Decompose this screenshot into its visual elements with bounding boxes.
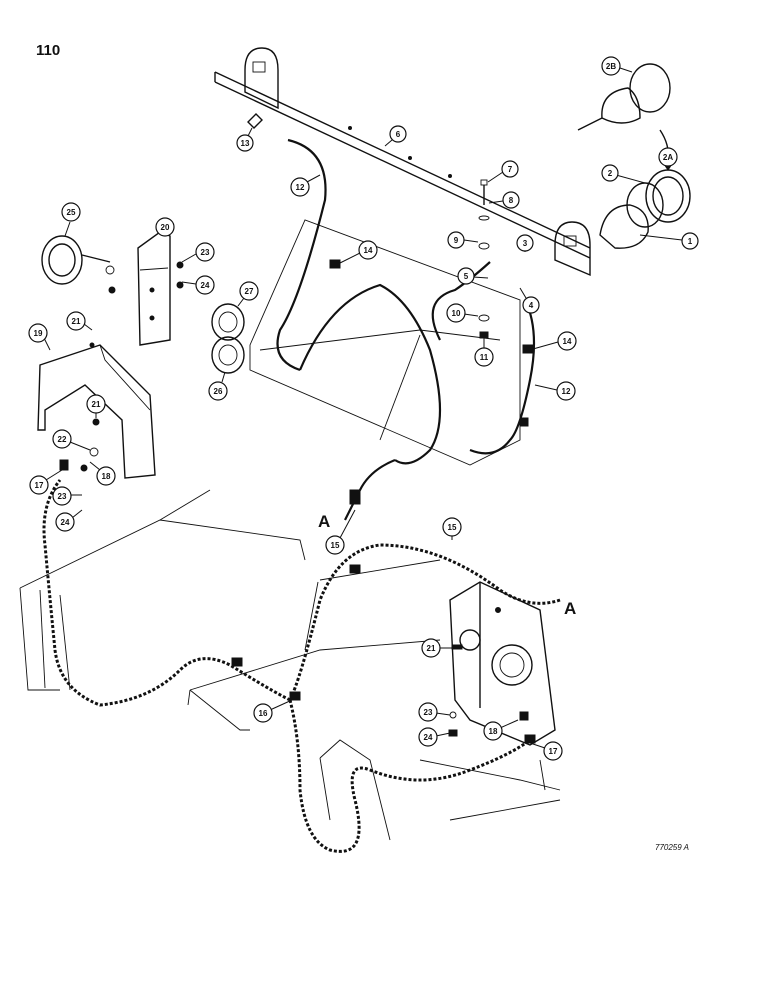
callout-19: 19 (34, 329, 43, 338)
callout-25: 25 (67, 208, 76, 217)
flood-light-left (41, 235, 116, 294)
callout-23-left: 23 (58, 492, 67, 501)
callout-20: 20 (161, 223, 170, 232)
callout-24-left: 24 (61, 518, 70, 527)
callout-15-right: 15 (448, 523, 457, 532)
connection-ref-a-left: A (318, 512, 330, 531)
callout-2a: 2A (663, 153, 673, 162)
callout-21-right: 21 (427, 644, 436, 653)
connection-ref-a-right: A (564, 599, 576, 618)
callout-13: 13 (241, 139, 250, 148)
wiring-harness (276, 138, 536, 521)
harness-clips (329, 259, 534, 427)
callout-3: 3 (523, 239, 528, 248)
callout-17-right: 17 (549, 747, 558, 756)
callout-24-upper: 24 (201, 281, 210, 290)
callout-11: 11 (480, 353, 489, 362)
guard-bracket-left (37, 342, 156, 479)
callout-6: 6 (396, 130, 401, 139)
wire-clip (247, 113, 263, 129)
callout-2: 2 (608, 169, 613, 178)
rear-lamps (211, 303, 245, 374)
callout-9: 9 (454, 236, 459, 245)
callout-24-right: 24 (424, 733, 433, 742)
page-number: 110 (36, 42, 61, 59)
callout-15-left: 15 (331, 541, 340, 550)
callout-14-upper: 14 (364, 246, 373, 255)
light-bar (214, 47, 591, 277)
callout-labels: 1 2 2A 2B 3 4 5 6 7 8 9 10 11 (28, 56, 699, 761)
callout-10: 10 (452, 309, 461, 318)
callout-16: 16 (259, 709, 268, 718)
callout-26: 26 (214, 387, 223, 396)
figure-code: 770259 A (655, 843, 689, 852)
bolt-stack (478, 179, 490, 339)
callout-12-upper: 12 (296, 183, 305, 192)
callout-4: 4 (529, 301, 534, 310)
callout-27: 27 (245, 287, 254, 296)
callout-8: 8 (509, 196, 514, 205)
callout-2b: 2B (606, 62, 616, 71)
rear-light-housing (448, 581, 556, 746)
callout-23-upper: 23 (201, 248, 210, 257)
mounting-bracket (137, 231, 184, 346)
callout-17-left: 17 (35, 481, 44, 490)
callout-5: 5 (464, 272, 469, 281)
callout-12-right: 12 (562, 387, 571, 396)
callout-21-mid: 21 (92, 400, 101, 409)
callout-22: 22 (58, 435, 67, 444)
tractor-body-outline (19, 489, 561, 841)
callout-7: 7 (508, 165, 513, 174)
callout-23-right: 23 (424, 708, 433, 717)
callout-14-right: 14 (563, 337, 572, 346)
callout-21-upper: 21 (72, 317, 81, 326)
radiator-panel (249, 219, 521, 466)
callout-18-right: 18 (489, 727, 498, 736)
callout-18-left: 18 (102, 472, 111, 481)
callout-1: 1 (688, 237, 693, 246)
cable-harness-rope (42, 479, 561, 853)
